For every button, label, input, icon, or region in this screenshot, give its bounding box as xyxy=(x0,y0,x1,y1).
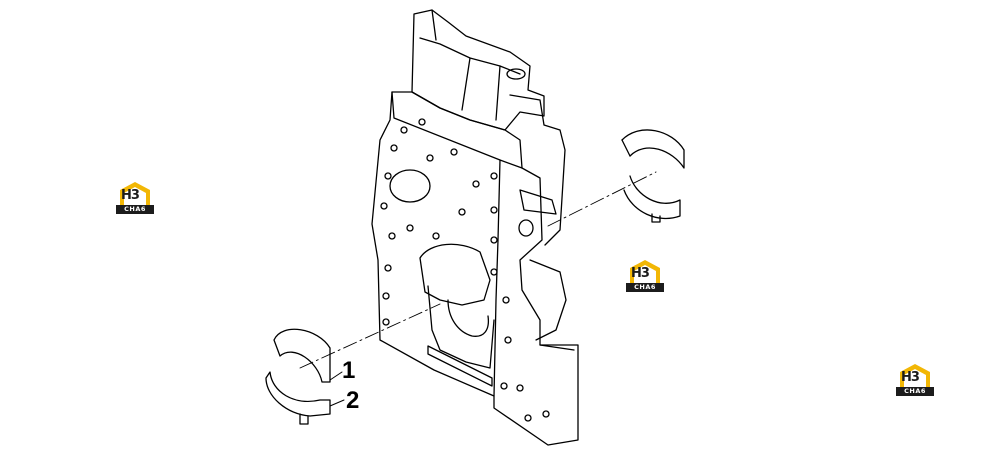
logo-main-text: H3 xyxy=(121,188,140,203)
leader-lines xyxy=(329,371,345,407)
logo-sub-text: CHA6 xyxy=(896,387,934,396)
logo-sub-text: CHA6 xyxy=(626,283,664,292)
thrust-washer-right xyxy=(621,129,685,223)
thrust-washer-left xyxy=(265,328,331,425)
watermark-logo: H3 CHA6 xyxy=(626,258,664,292)
house-icon xyxy=(900,364,930,388)
center-lines xyxy=(299,171,657,369)
callout-2: 2 xyxy=(346,387,360,414)
logo-main-text: H3 xyxy=(631,266,650,281)
house-icon xyxy=(630,260,660,284)
watermark-logo: H3 CHA6 xyxy=(896,362,934,396)
callout-1: 1 xyxy=(342,357,356,384)
logo-main-text: H3 xyxy=(901,370,920,385)
engine-block xyxy=(371,9,579,446)
house-icon xyxy=(120,182,150,206)
watermark-logo: H3 CHA6 xyxy=(116,180,154,214)
logo-sub-text: CHA6 xyxy=(116,205,154,214)
